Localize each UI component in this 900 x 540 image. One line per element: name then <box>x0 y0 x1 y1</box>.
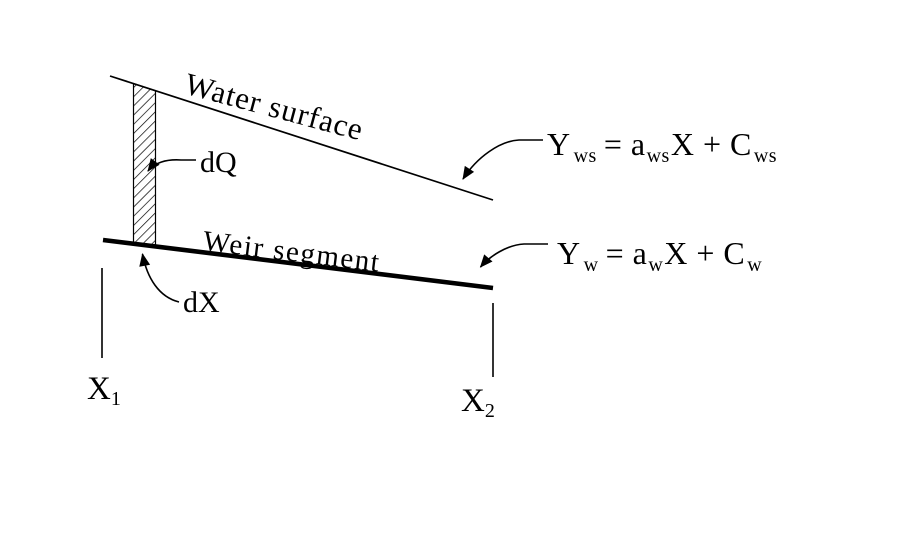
x2-base: X <box>461 383 485 419</box>
eq-ws-lhs: Y <box>547 126 571 162</box>
eq-w-lhs: Y <box>557 235 581 271</box>
x1-label: X1 <box>87 371 121 410</box>
eq-ws-tail-subscript: ws <box>754 145 777 167</box>
dx-leader-arrow <box>139 253 180 303</box>
water-surface-line <box>109 75 494 201</box>
eq-ws-lhs-subscript: ws <box>574 145 597 167</box>
eq-w-tail-subscript: w <box>747 254 762 276</box>
weir-segment-label: Weir segment <box>201 225 382 279</box>
water-surface-label: Water surface <box>181 66 367 147</box>
eq-w-mid: = a <box>606 235 648 271</box>
eq-w-lhs-subscript: w <box>584 254 599 276</box>
x2-subscript: 2 <box>485 400 495 422</box>
water-surface-equation-leader-arrow <box>462 139 543 180</box>
eq-ws-tail: X + C <box>671 126 752 162</box>
eq-w-tail: X + C <box>664 235 745 271</box>
eq-ws-mid-subscript: ws <box>647 145 670 167</box>
dq-hatched-strip <box>132 82 157 248</box>
dq-leader-arrow <box>147 158 196 172</box>
x1-base: X <box>87 371 111 407</box>
weir-segment-line <box>102 237 494 291</box>
x2-label: X2 <box>461 383 495 422</box>
dx-label: dX <box>183 286 220 319</box>
weir-equation-leader-arrow <box>479 243 548 268</box>
eq-w-mid-subscript: w <box>648 254 663 276</box>
x1-subscript: 1 <box>111 388 121 410</box>
eq-ws-mid: = a <box>604 126 646 162</box>
dq-label: dQ <box>200 146 237 179</box>
